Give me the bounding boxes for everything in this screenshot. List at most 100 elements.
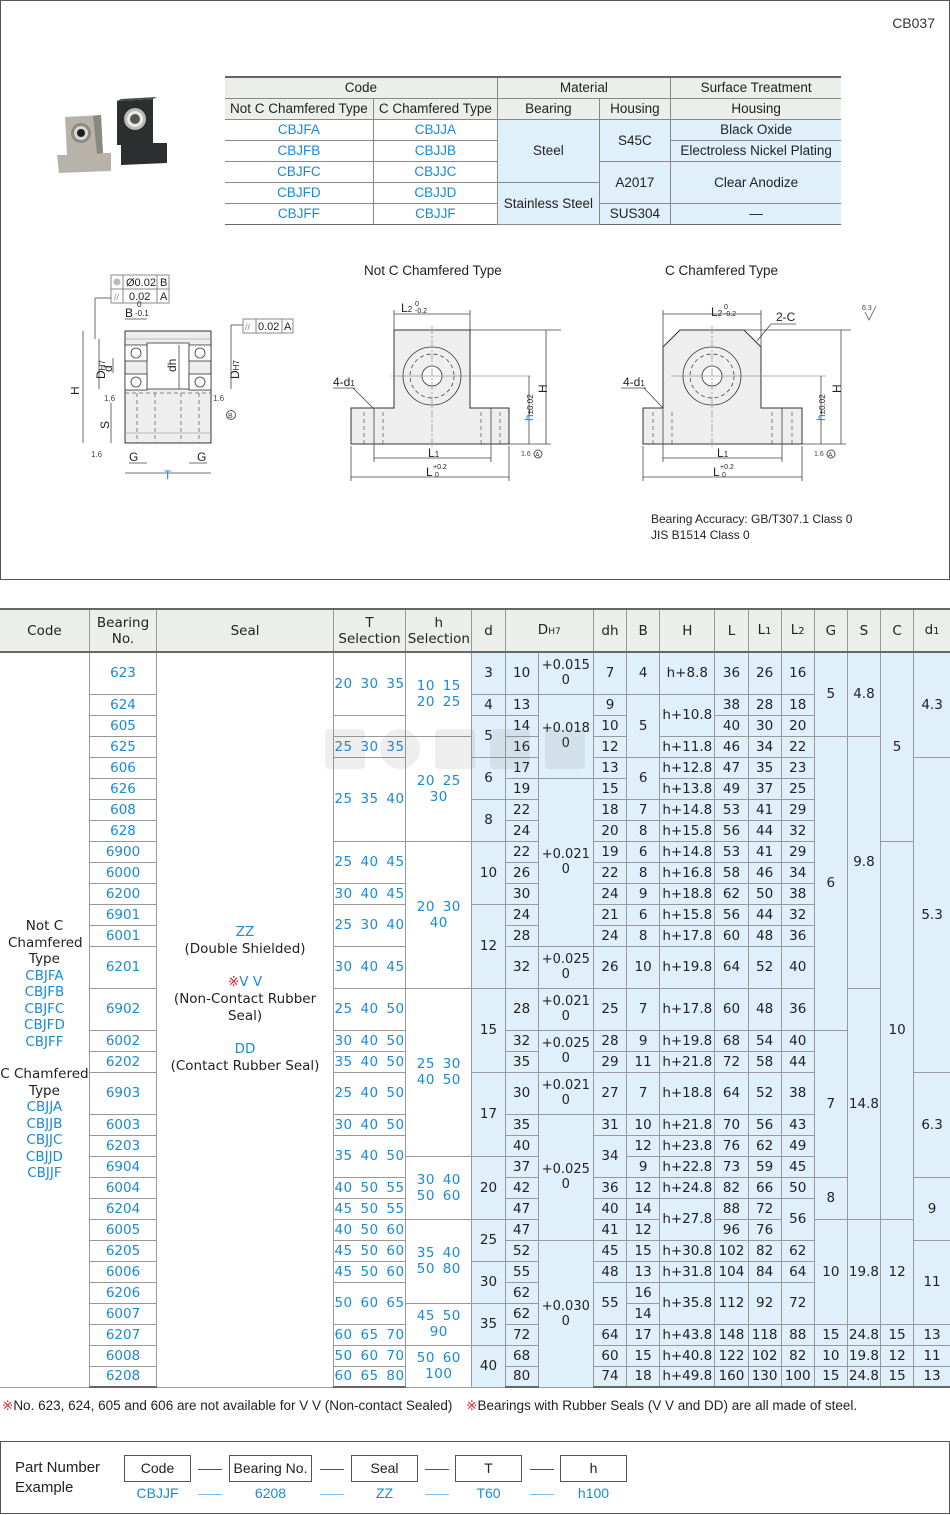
code-link[interactable]: CBJJC (26, 1132, 63, 1148)
t-selection-cell[interactable]: 50 60 65 (332, 1281, 407, 1325)
code-link[interactable]: CBJFB (24, 984, 65, 1000)
t-selection-cell[interactable]: 25 40 50 (332, 1071, 407, 1115)
t-selection-cell[interactable]: 30 40 50 (332, 1113, 407, 1136)
seal-code[interactable]: ※V V (227, 974, 263, 991)
t-selection-cell[interactable]: 40 50 60 (332, 1218, 407, 1241)
bearing-no-link[interactable]: 606 (89, 756, 158, 779)
bearing-no-link[interactable]: 625 (89, 735, 158, 758)
t-selection-cell[interactable]: 45 50 55 (332, 1197, 407, 1220)
code-link[interactable]: CBJFC (24, 1000, 65, 1017)
t-selection-cell[interactable]: 60 65 80 (332, 1365, 407, 1388)
code-link[interactable]: CBJFF (225, 202, 374, 225)
t-selection-cell[interactable]: 25 30 35 (332, 735, 407, 758)
bearing-no-link[interactable]: 626 (89, 777, 158, 800)
bearing-no-link[interactable]: 6205 (89, 1239, 158, 1262)
t-selection-cell[interactable]: 25 30 40 (332, 903, 407, 947)
bearing-no-link[interactable]: 6903 (89, 1071, 158, 1115)
code-link[interactable]: CBJJF (372, 202, 498, 225)
code-link[interactable]: CBJJF (27, 1165, 62, 1181)
D-value-cell: 72 (504, 1323, 539, 1346)
bearing-no-link[interactable]: 6008 (89, 1344, 158, 1367)
L2-cell: 40 (780, 1029, 815, 1052)
t-selection-cell[interactable]: 30 40 45 (332, 945, 407, 989)
t-selection-cell[interactable]: 25 40 45 (332, 840, 407, 884)
bearing-no-link[interactable]: 6901 (89, 903, 158, 926)
bearing-no-link[interactable]: 6006 (89, 1260, 158, 1283)
code-link[interactable]: CBJFD (225, 181, 374, 204)
t-selection-cell[interactable] (332, 714, 407, 737)
L2-cell: 40 (780, 945, 815, 989)
t-selection-cell[interactable]: 25 35 40 (332, 756, 407, 842)
bearing-no-link[interactable]: 6007 (89, 1302, 158, 1325)
code-link[interactable]: CBJFA (225, 118, 374, 141)
t-selection-cell[interactable]: 35 40 50 (332, 1050, 407, 1073)
code-link[interactable]: CBJFB (225, 139, 374, 162)
bearing-no-link[interactable]: 6004 (89, 1176, 158, 1199)
t-selection-cell[interactable]: 20 30 35 (332, 651, 407, 716)
bearing-no-link[interactable]: 624 (89, 693, 158, 716)
bearing-no-link[interactable]: 605 (89, 714, 158, 737)
t-selection-cell[interactable]: 30 40 45 (332, 882, 407, 905)
D-value-cell: 42 (504, 1176, 539, 1199)
bearing-no-link[interactable]: 6206 (89, 1281, 158, 1304)
bearing-no-link[interactable]: 6200 (89, 882, 158, 905)
side-section-drawing: Ø0.02 B // 0.02 A // 0.02 A B 0 -0.1 H D… (71, 274, 294, 482)
bearing-no-link[interactable]: 6902 (89, 987, 158, 1031)
bearing-no-link[interactable]: 628 (89, 819, 158, 842)
t-selection-cell[interactable]: 50 60 70 (332, 1344, 407, 1367)
code-link[interactable]: CBJJA (26, 1099, 63, 1115)
t-selection-cell[interactable]: 45 50 60 (332, 1239, 407, 1262)
c-type-label: C Chamfered Type (0, 1066, 89, 1099)
t-selection-cell[interactable]: 30 40 50 (332, 1029, 407, 1052)
t-selection-cell[interactable]: 40 50 55 (332, 1176, 407, 1199)
dh-cell: 28 (592, 1029, 628, 1052)
L1-cell: 72 (747, 1197, 782, 1220)
seal-code[interactable]: ZZ (235, 924, 255, 941)
code-link[interactable]: CBJJA (372, 118, 498, 141)
code-link[interactable]: CBJFF (25, 1033, 64, 1050)
dh-cell: 25 (592, 987, 628, 1031)
code-link[interactable]: CBJJB (26, 1115, 63, 1132)
L-cell: 53 (714, 798, 749, 821)
code-link[interactable]: CBJFA (25, 967, 64, 984)
code-link[interactable]: CBJJC (372, 160, 498, 183)
bearing-no-link[interactable]: 6204 (89, 1197, 158, 1220)
bearing-no-link[interactable]: 608 (89, 798, 158, 821)
bearing-no-link[interactable]: 6207 (89, 1323, 158, 1346)
t-selection-cell[interactable]: 35 40 50 (332, 1134, 407, 1178)
code-link[interactable]: CBJJD (25, 1148, 63, 1165)
bearing-no-link[interactable]: 623 (88, 651, 158, 695)
dh-cell: 24 (592, 882, 628, 905)
bearing-no-link[interactable]: 6001 (89, 924, 158, 947)
code-link[interactable]: CBJFC (225, 160, 374, 183)
bearing-no-link[interactable]: 6904 (89, 1155, 158, 1178)
code-link[interactable]: CBJJD (372, 181, 498, 204)
seal-code[interactable]: DD (234, 1041, 256, 1058)
bearing-no-link[interactable]: 6203 (89, 1134, 158, 1157)
bearing-no-link[interactable]: 6002 (89, 1029, 158, 1052)
t-selection-cell[interactable]: 25 40 50 (332, 987, 407, 1031)
t-selection-cell[interactable]: 60 65 70 (332, 1323, 407, 1346)
D-value-cell: 40 (504, 1134, 539, 1157)
bearing-no-link[interactable]: 6201 (89, 945, 158, 989)
t-selection-cell[interactable]: 45 50 60 (332, 1260, 407, 1283)
bearing-no-link[interactable]: 6000 (89, 861, 158, 884)
code-link[interactable]: CBJJB (372, 139, 498, 162)
bearing-no-link[interactable]: 6003 (89, 1113, 158, 1136)
bearing-no-link[interactable]: 6005 (89, 1218, 158, 1241)
bearing-no-link[interactable]: 6202 (89, 1050, 158, 1073)
L-cell: 96 (714, 1218, 749, 1241)
bearing-no-link[interactable]: 6900 (89, 840, 158, 863)
L2-cell: 43 (780, 1113, 815, 1136)
bearing-no-link[interactable]: 6208 (89, 1365, 158, 1388)
code-link[interactable]: CBJFD (24, 1017, 65, 1033)
